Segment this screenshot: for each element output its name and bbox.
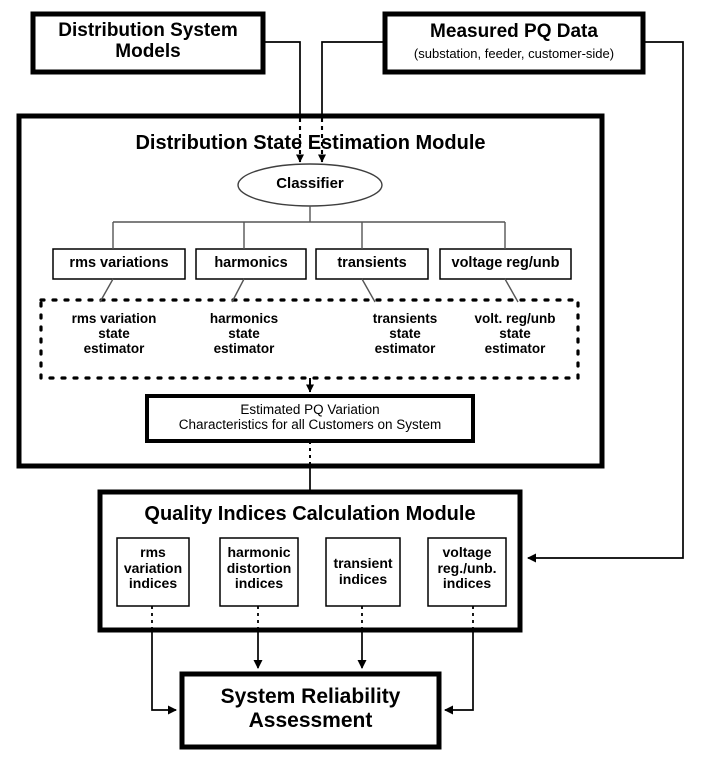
connector-voltage-index-to-sra: [444, 632, 474, 715]
connector-transients-to-estimator: [361, 278, 376, 303]
category-box-voltage-reg-unb[interactable]: [439, 248, 572, 280]
connector-rms-to-estimator: [99, 278, 114, 303]
connector-models-to-classifier: [263, 41, 301, 118]
index-box-harmonic-distortion[interactable]: [219, 537, 299, 607]
connector-pq-to-classifier: [321, 41, 385, 118]
category-box-harmonics[interactable]: [195, 248, 307, 280]
index-box-transient[interactable]: [325, 537, 401, 607]
connector-harmonics-to-estimator: [231, 278, 245, 303]
measured-pq-box[interactable]: [382, 11, 646, 75]
index-box-voltage-reg-unb[interactable]: [427, 537, 507, 607]
connector-rms-index-to-sra: [151, 632, 177, 715]
estimated-pq-output-box[interactable]: [145, 394, 475, 443]
category-box-transients[interactable]: [315, 248, 429, 280]
state-estimators-dotted-box: [39, 298, 580, 380]
connector-pq-to-quality-module: [527, 41, 684, 563]
system-reliability-box[interactable]: [179, 671, 442, 750]
distribution-models-box[interactable]: [30, 11, 266, 75]
connector-voltage-to-estimator: [504, 278, 519, 303]
category-box-rms-variations[interactable]: [52, 248, 186, 280]
classifier-ellipse[interactable]: [237, 163, 383, 207]
index-box-rms-variation[interactable]: [116, 537, 190, 607]
